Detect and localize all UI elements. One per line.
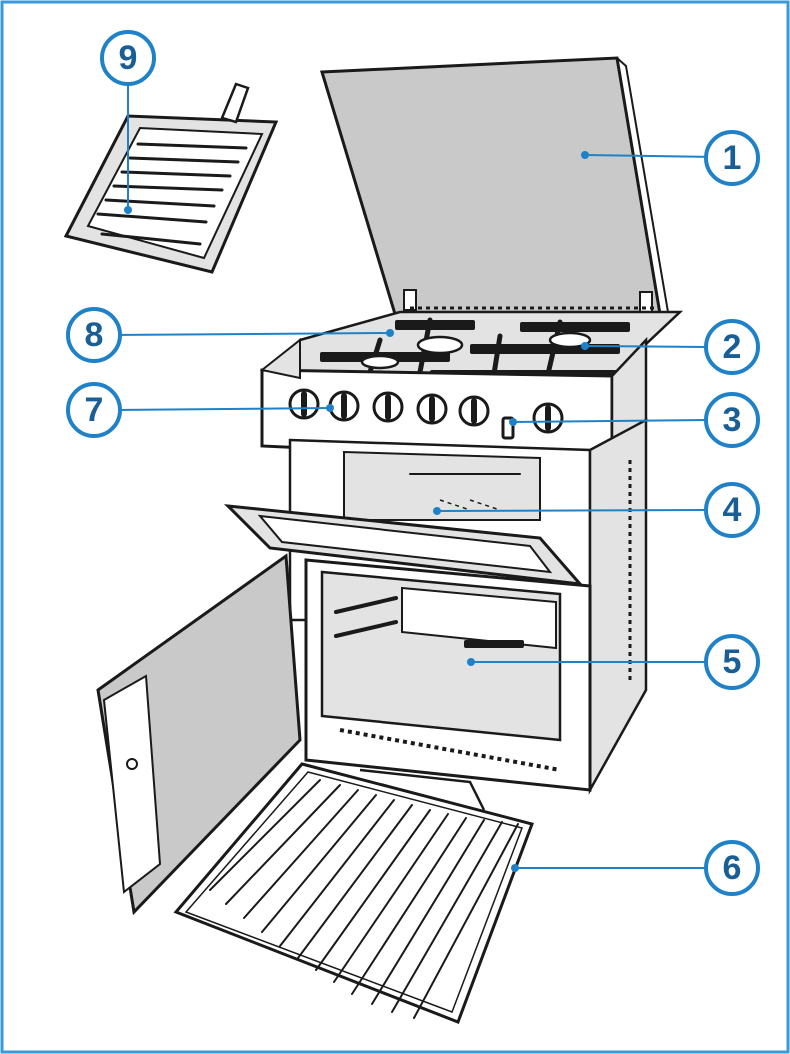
oven-shelf (173, 762, 534, 1024)
callout-number-1: 1 (723, 139, 742, 177)
callout-number-7: 7 (85, 391, 104, 429)
callout-6: 6 (511, 840, 760, 896)
callout-number-4: 4 (723, 491, 742, 529)
callout-5: 5 (467, 634, 760, 690)
callout-7: 7 (66, 382, 334, 438)
callout-number-2: 2 (723, 328, 742, 366)
callout-number-9: 9 (119, 39, 138, 77)
callout-9: 9 (100, 30, 156, 214)
callout-4: 4 (433, 482, 760, 538)
oven (304, 558, 592, 792)
callout-1: 1 (581, 130, 760, 186)
callout-3: 3 (509, 392, 760, 448)
callout-number-6: 6 (723, 849, 742, 887)
control-knobs (288, 388, 564, 434)
callout-number-3: 3 (723, 401, 742, 439)
callout-number-8: 8 (85, 316, 104, 354)
cooker-body (96, 306, 684, 916)
callout-8: 8 (66, 307, 394, 363)
grill-pan (63, 82, 279, 274)
lid (320, 56, 669, 316)
burners (360, 331, 592, 370)
callout-number-5: 5 (723, 643, 742, 681)
callout-2: 2 (581, 319, 760, 375)
